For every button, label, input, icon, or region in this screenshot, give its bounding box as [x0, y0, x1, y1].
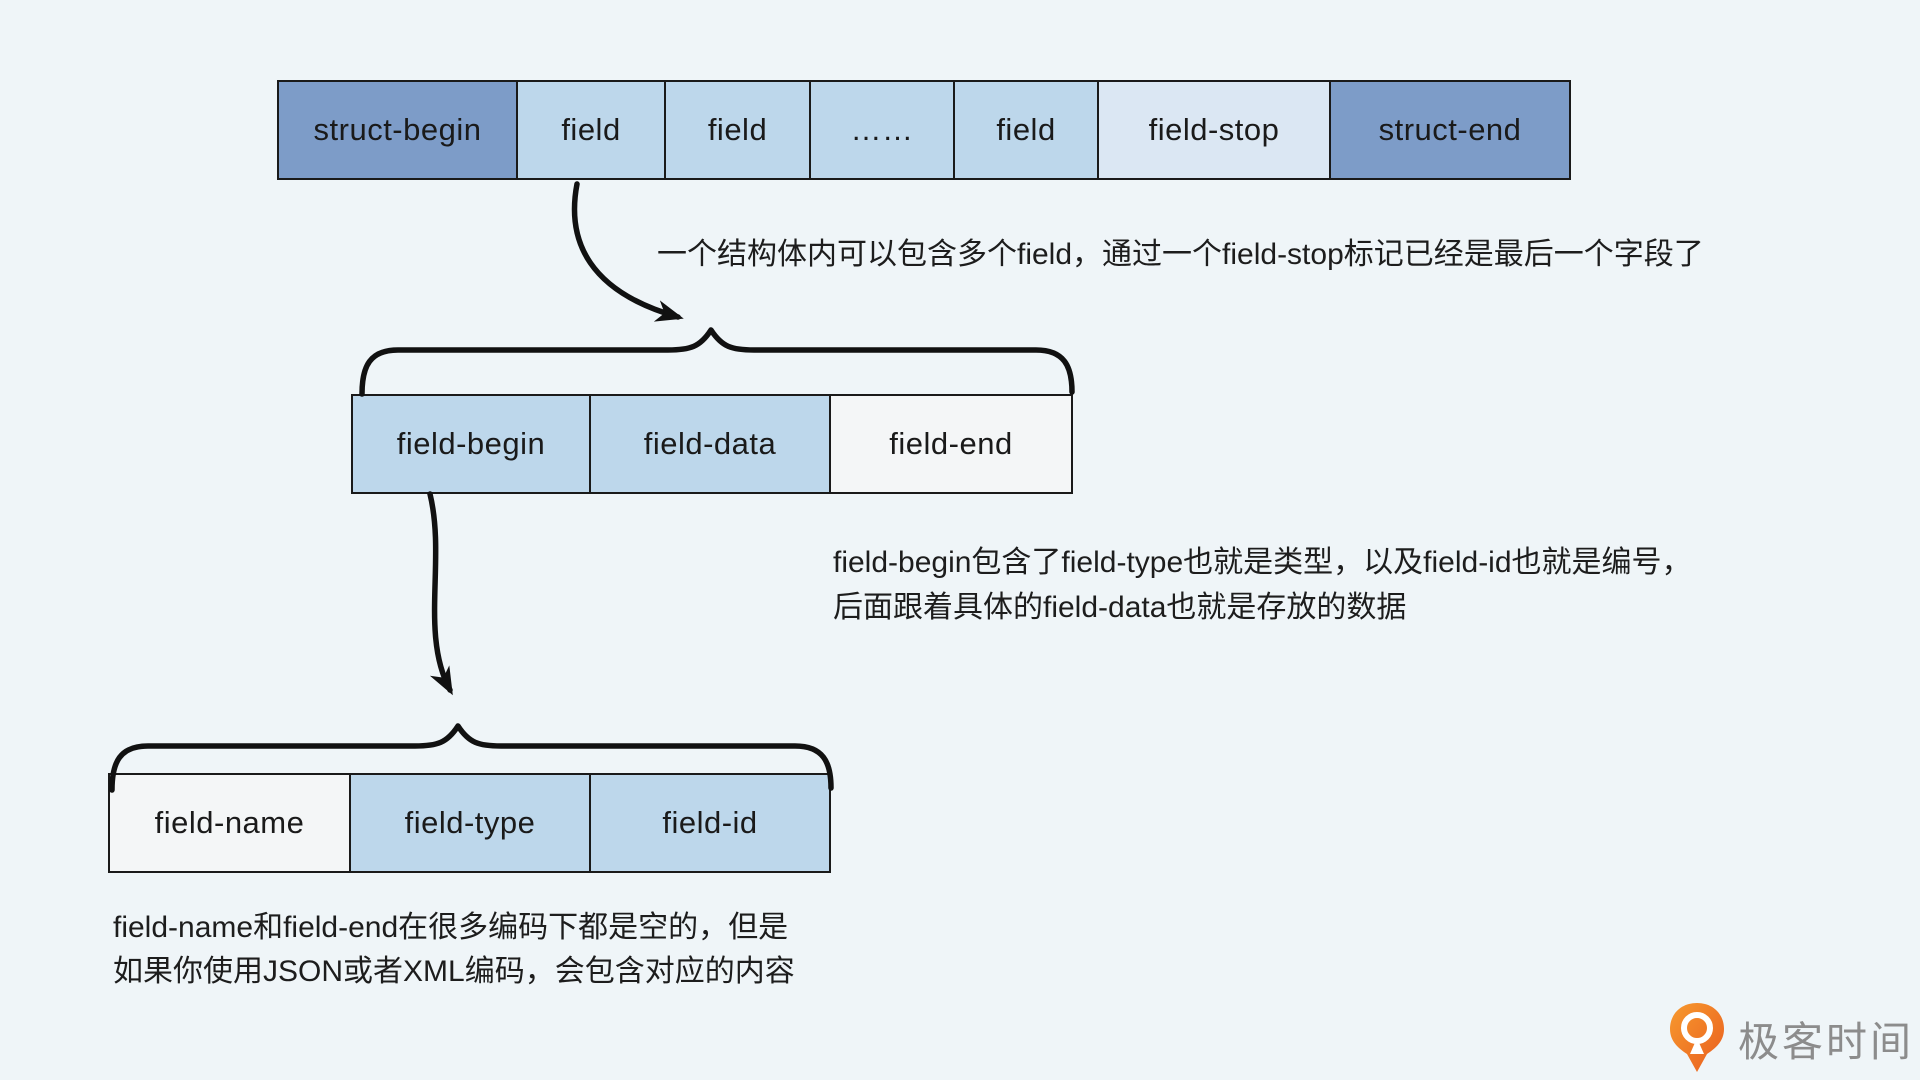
field-begin-row: field-name field-type field-id [108, 773, 831, 873]
annotation-field-name: field-name和field-end在很多编码下都是空的，但是 如果你使用J… [113, 906, 795, 994]
annotation-line: 一个结构体内可以包含多个field，通过一个field-stop标记已经是最后一… [657, 238, 1704, 271]
geektime-logo-text: 极客时间 [1738, 1019, 1914, 1065]
box-label: field-name [154, 805, 305, 840]
brace-field-row [359, 327, 1075, 397]
box-label: field-stop [1148, 112, 1280, 147]
box-field-1: field [516, 80, 666, 180]
box-label: struct-begin [313, 112, 482, 147]
annotation-field-stop: 一个结构体内可以包含多个field，通过一个field-stop标记已经是最后一… [657, 237, 1704, 273]
box-struct-end: struct-end [1329, 80, 1571, 180]
box-field-data: field-data [589, 394, 831, 494]
box-field-stop: field-stop [1097, 80, 1331, 180]
box-field-type: field-type [349, 773, 591, 873]
arrow-field-to-brace [571, 181, 684, 322]
box-field-3: field [953, 80, 1099, 180]
box-label: field [996, 112, 1056, 147]
annotation-line: field-name和field-end在很多编码下都是空的，但是 [113, 911, 789, 944]
annotation-line: 如果你使用JSON或者XML编码，会包含对应的内容 [113, 955, 795, 988]
geektime-logo: 极客时间 [1668, 1002, 1914, 1074]
box-label: field-end [889, 426, 1013, 461]
box-field-id: field-id [589, 773, 831, 873]
box-label: field [561, 112, 621, 147]
box-field-end: field-end [829, 394, 1073, 494]
box-field-begin: field-begin [351, 394, 591, 494]
annotation-line: 后面跟着具体的field-data也就是存放的数据 [833, 591, 1407, 624]
geektime-pin-icon [1670, 1003, 1724, 1072]
box-label: field-data [643, 426, 777, 461]
brace-field-begin-row [109, 723, 834, 793]
struct-row: struct-begin field field …… field field-… [277, 80, 1571, 180]
box-ellipsis: …… [809, 80, 955, 180]
arrow-fieldbegin-to-brace [427, 491, 453, 696]
annotation-field-begin: field-begin包含了field-type也就是类型，以及field-id… [833, 540, 1692, 630]
box-label: field-begin [396, 426, 546, 461]
box-struct-begin: struct-begin [277, 80, 518, 180]
field-row: field-begin field-data field-end [351, 394, 1073, 494]
box-label: struct-end [1378, 112, 1522, 147]
annotation-line: field-begin包含了field-type也就是类型，以及field-id… [833, 546, 1692, 579]
box-label: field-type [404, 805, 536, 840]
box-label: field [707, 112, 768, 147]
box-label: field-id [662, 805, 758, 840]
box-label: …… [850, 112, 914, 147]
